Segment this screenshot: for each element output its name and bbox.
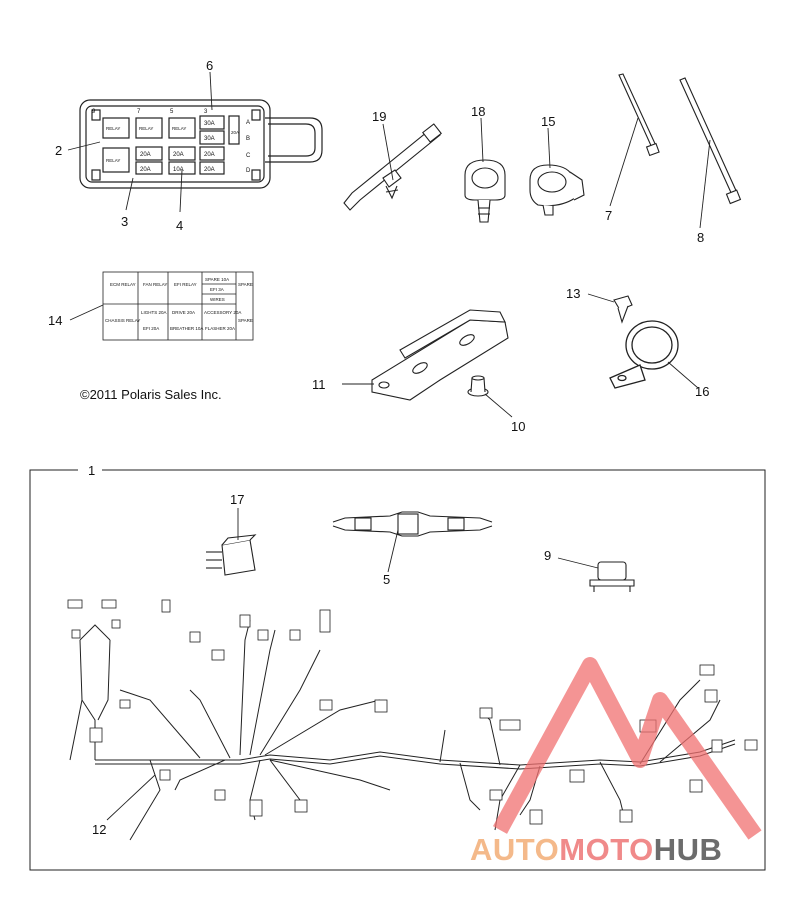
label-flasher-20a: FLASHER 20A xyxy=(205,326,235,331)
watermark-moto: MOTO xyxy=(559,832,654,867)
bracket-11 xyxy=(371,309,509,401)
fuse-box xyxy=(79,99,323,189)
push-rivet-10 xyxy=(467,375,489,397)
callout-3: 3 xyxy=(121,214,128,229)
fuse-label: 30A xyxy=(204,136,215,142)
callout-5: 5 xyxy=(383,572,390,587)
label-spare-10a: SPARE 10A xyxy=(205,277,229,282)
leader-lines xyxy=(67,71,711,821)
callout-1: 1 xyxy=(88,463,95,478)
callout-6: 6 xyxy=(206,58,213,73)
bolt-13 xyxy=(613,295,633,324)
fuse-top-number-5: 5 xyxy=(170,109,174,115)
callout-9: 9 xyxy=(544,548,551,563)
watermark-auto: AUTO xyxy=(470,832,560,867)
copyright-notice: ©2011 Polaris Sales Inc. xyxy=(80,387,222,402)
fuse-label: 20A xyxy=(204,167,215,173)
callout-16: 16 xyxy=(695,384,709,399)
callout-numbers: 1 2 3 4 5 6 7 8 9 10 11 12 13 14 15 16 1… xyxy=(48,58,709,837)
relay-label: RELAY xyxy=(106,126,120,131)
label-efi-20a: EFI 20A xyxy=(143,326,159,331)
label-efi-relay: EFI RELAY xyxy=(174,282,197,287)
label-fan-relay: FAN RELAY xyxy=(143,282,167,287)
cable-tie-8 xyxy=(679,77,742,205)
fuse-label: 30A xyxy=(204,121,215,127)
callout-4: 4 xyxy=(176,218,183,233)
row-letter-b: B xyxy=(246,136,250,142)
harness-frame xyxy=(29,469,766,871)
label-spare-side-1: SPARE xyxy=(238,282,253,287)
watermark-hub: HUB xyxy=(653,832,723,867)
label-breather-10a: BREATHER 10A xyxy=(170,326,203,331)
row-letter-a: A xyxy=(246,120,250,126)
relay-label: RELAY xyxy=(172,126,186,131)
callout-13: 13 xyxy=(566,286,580,301)
tie-strap-19 xyxy=(343,123,442,211)
watermark-logo-text: AUTOMOTOHUB xyxy=(470,832,722,868)
callout-18: 18 xyxy=(471,104,485,119)
callout-11: 11 xyxy=(312,377,326,392)
label-efi-3a: EFI 3A xyxy=(210,287,224,292)
label-drive-20a: DRIVE 20A xyxy=(172,310,195,315)
callout-8: 8 xyxy=(697,230,704,245)
relay-label: RELAY xyxy=(106,158,120,163)
fuse-label: 20A xyxy=(140,152,151,158)
cable-tie-7 xyxy=(618,73,660,157)
row-letter-d: D xyxy=(246,168,251,174)
fuse-top-number-7: 7 xyxy=(137,109,141,115)
callout-15: 15 xyxy=(541,114,555,129)
fuse-label: 10A xyxy=(173,167,184,173)
callout-19: 19 xyxy=(372,109,386,124)
fuse-label: 20A xyxy=(173,152,184,158)
fuse-box-labels: 9 7 5 3 A B C D RELAY RELAY RELAY RELAY … xyxy=(92,109,251,174)
clip-15 xyxy=(529,164,585,216)
label-wires: WIRES xyxy=(210,297,225,302)
relay-17 xyxy=(206,534,257,576)
main-wiring-harness xyxy=(69,619,736,841)
callout-2: 2 xyxy=(55,143,62,158)
resistor-5 xyxy=(332,511,493,537)
watermark-triangle-logo xyxy=(492,657,762,840)
callout-14: 14 xyxy=(48,313,62,328)
relay-label: RELAY xyxy=(139,126,153,131)
fuse-label-decal xyxy=(102,271,254,341)
callout-12: 12 xyxy=(92,822,106,837)
label-chassis-relay: CHASSIS RELAY xyxy=(105,318,140,323)
side-fuse-label: 20A xyxy=(231,130,239,135)
callout-17: 17 xyxy=(230,492,244,507)
callout-7: 7 xyxy=(605,208,612,223)
fuse-label: 20A xyxy=(204,152,215,158)
p-clamp-16 xyxy=(609,320,679,389)
label-accessory-20a: ACCESSORY 20A xyxy=(204,310,241,315)
label-ecm-relay: ECM RELAY xyxy=(110,282,136,287)
label-lights-20a: LIGHTS 20A xyxy=(141,310,167,315)
row-letter-c: C xyxy=(246,153,251,159)
fuse-top-number-9: 9 xyxy=(92,109,96,115)
clip-18 xyxy=(464,159,506,223)
fuse-top-number-3: 3 xyxy=(204,109,208,115)
connector-9 xyxy=(589,561,635,592)
label-spare-side-2: SPARE xyxy=(238,318,253,323)
fuse-label: 20A xyxy=(140,167,151,173)
callout-10: 10 xyxy=(511,419,525,434)
fuse-label-text: ECM RELAY FAN RELAY EFI RELAY SPARE 10A … xyxy=(105,277,253,331)
